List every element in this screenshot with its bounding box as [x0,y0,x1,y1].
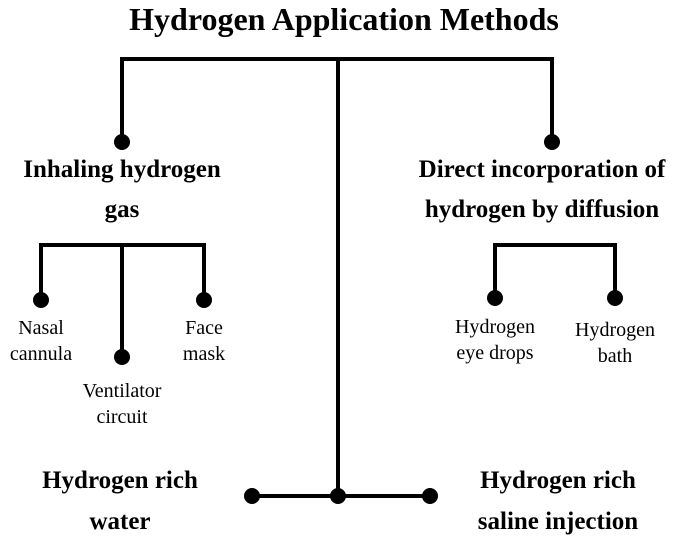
ventilator-circuit-node [114,349,130,365]
ventilator-circuit-label-line2: circuit [96,406,148,428]
rich-water-node [244,488,260,504]
trunk-bottom-node [330,488,346,504]
face-mask-node [196,292,212,308]
saline-injection-label-line2: saline injection [477,508,639,535]
eye-drops-node [487,290,503,306]
eye-drops-label-line1: Hydrogen [455,316,535,338]
bath-node [607,290,623,306]
diffusion-node [544,134,560,150]
bath-label-line1: Hydrogen [575,319,655,341]
diagram-title: Hydrogen Application Methods [129,1,559,37]
bath-label-line2: bath [597,345,633,367]
nasal-cannula-node [33,292,49,308]
saline-injection-label-line1: Hydrogen rich [480,467,636,494]
diffusion-title-line1: Direct incorporation of [418,156,666,183]
rich-water-label-line1: Hydrogen rich [42,467,198,494]
ventilator-circuit-label-line1: Ventilator [82,380,162,402]
saline-injection-node [422,488,438,504]
nasal-cannula-label-line2: cannula [9,343,73,365]
eye-drops-label-line2: eye drops [456,342,534,364]
face-mask-label-line1: Face [185,317,223,339]
inhalation-node [114,134,130,150]
face-mask-label-line2: mask [182,343,226,365]
nasal-cannula-label-line1: Nasal [18,317,64,339]
diffusion-title-line2: hydrogen by diffusion [424,196,660,223]
rich-water-label-line2: water [89,508,151,535]
inhalation-title-line1: Inhaling hydrogen [23,156,221,183]
inhalation-title-line2: gas [104,196,140,223]
